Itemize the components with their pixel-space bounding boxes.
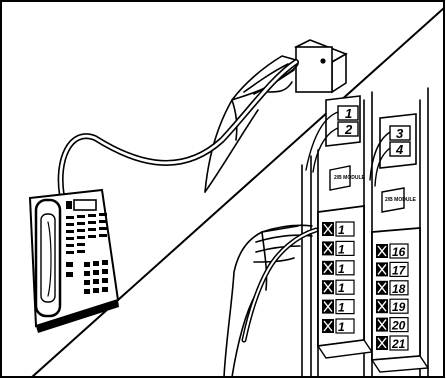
feature-buttons <box>66 213 107 254</box>
jack-socket-icon <box>320 58 326 64</box>
jack-number-2: 2 <box>344 122 353 137</box>
connector-number: 17 <box>392 263 407 277</box>
connector-number: 1 <box>338 223 345 237</box>
module-label-left: 2/B MODULE <box>329 165 366 191</box>
module-label-text: 2/B MODULE <box>385 197 417 203</box>
upper-jack-block: 1 2 3 4 <box>325 95 417 169</box>
connector-slot-latch <box>377 282 387 294</box>
connector-slot-latch <box>377 245 387 257</box>
connector-number: 1 <box>338 301 345 315</box>
telephone-handset <box>34 198 62 318</box>
connector-slot-latch <box>323 301 333 313</box>
desk-telephone <box>28 188 120 333</box>
connector-slot-latch <box>377 319 387 331</box>
connector-number-box <box>389 280 409 296</box>
connector-number: 1 <box>338 320 345 334</box>
jack-number-1: 1 <box>345 106 352 121</box>
connector-number-box <box>389 317 409 333</box>
telephone-cord <box>57 59 299 199</box>
patch-cord <box>241 227 319 343</box>
connector-number-box <box>335 299 355 315</box>
telephone-display <box>73 199 97 211</box>
connector-number: 1 <box>338 242 345 256</box>
connector-slot-latch <box>377 337 387 349</box>
connector-number-box <box>335 279 355 295</box>
connector-slot-latch <box>323 242 333 254</box>
connector-number-box <box>389 243 409 259</box>
connector-slot-latch <box>323 281 333 293</box>
connector-number: 20 <box>391 319 406 333</box>
jack-number-4: 4 <box>395 142 404 157</box>
connector-slot-latch <box>323 223 333 235</box>
connector-number-box <box>389 335 409 351</box>
connector-number-box <box>335 260 355 276</box>
diagonal-divider <box>31 7 445 378</box>
module-label-text: 2/B MODULE <box>334 175 366 181</box>
connector-number: 16 <box>392 245 406 259</box>
module-label-right: 2/B MODULE <box>381 187 417 213</box>
connector-slot-latch <box>377 300 387 312</box>
connector-number-box <box>389 298 409 314</box>
connector-number-box <box>389 261 409 277</box>
connector-slot-latch <box>323 262 333 274</box>
connector-number-box <box>335 221 355 237</box>
right-connector-slots: 16 17 18 19 20 21 <box>376 243 409 351</box>
connector-number: 19 <box>392 300 406 314</box>
left-connector-slots: 1 1 1 1 1 1 <box>322 221 355 334</box>
dial-pad <box>84 260 108 294</box>
connector-slot-latch <box>323 320 333 332</box>
connector-number: 21 <box>391 337 406 351</box>
connector-number-box <box>335 318 355 334</box>
wall-jack-box <box>294 39 348 94</box>
patch-wires <box>305 111 391 187</box>
connector-number: 1 <box>338 281 345 295</box>
connector-number-box <box>335 240 355 256</box>
distribution-frame: 1 2 3 4 2/B MODULE <box>223 87 430 378</box>
jack-number-3: 3 <box>396 126 404 141</box>
connector-slot-latch <box>377 263 387 275</box>
upper-hand <box>204 55 299 193</box>
connector-number: 18 <box>392 282 406 296</box>
connector-number: 1 <box>338 262 345 276</box>
